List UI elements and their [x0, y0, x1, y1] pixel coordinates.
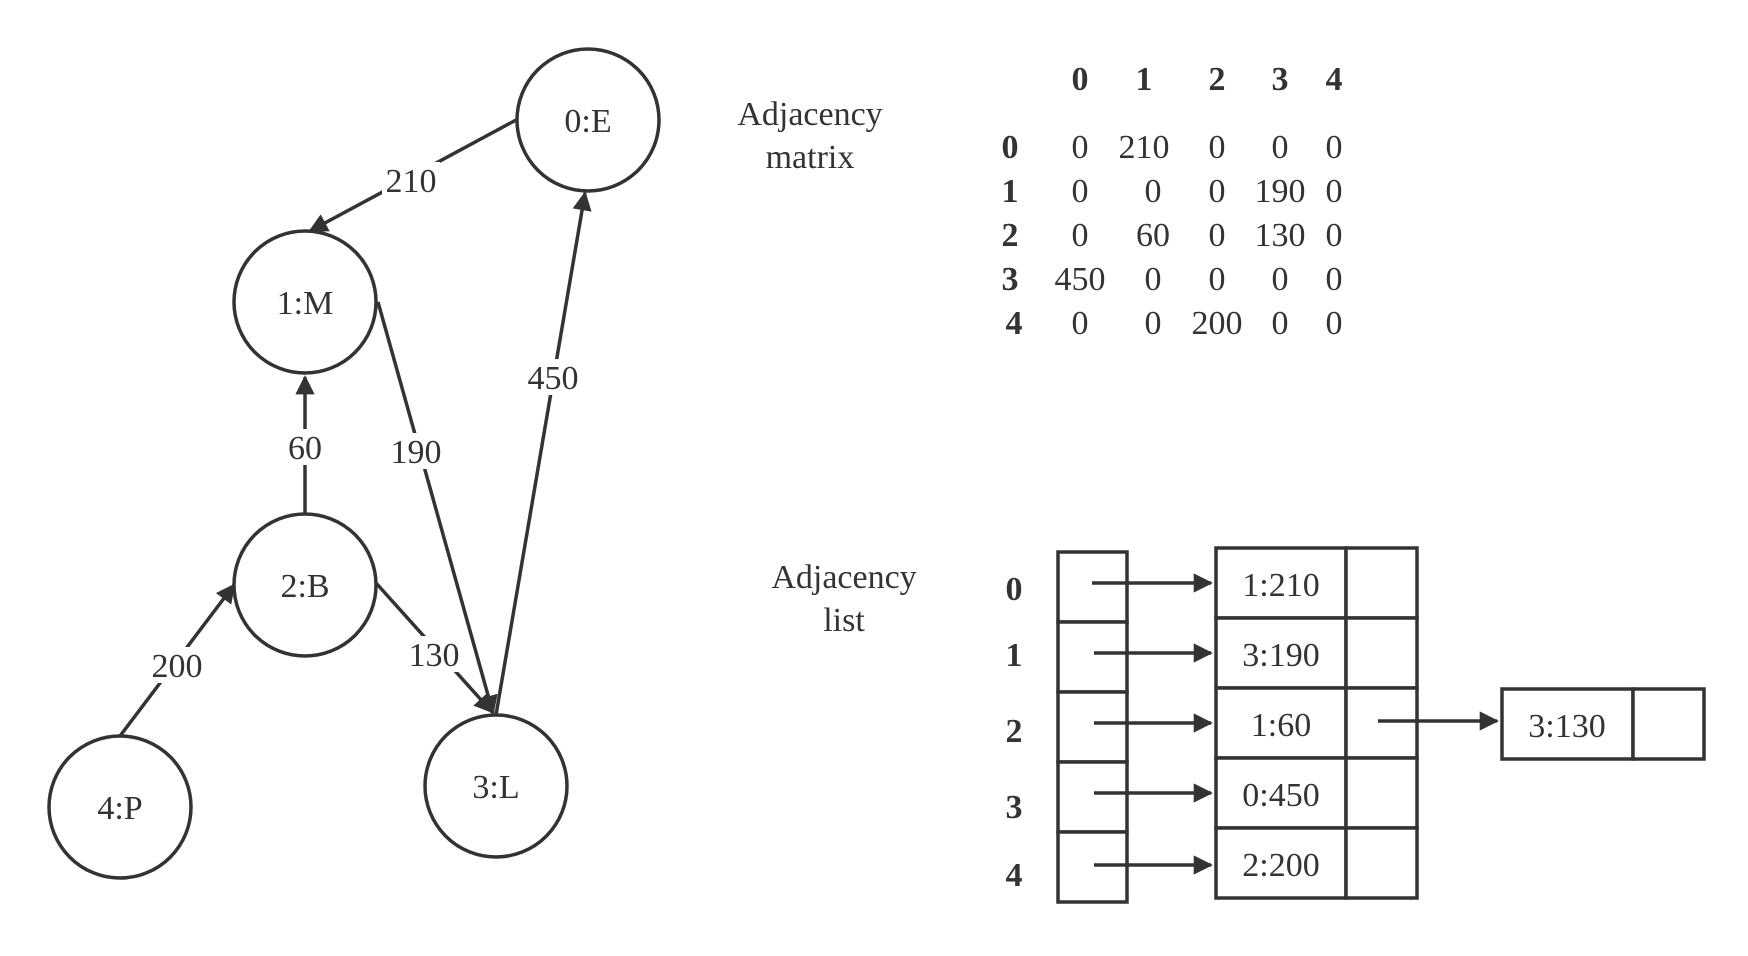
edge-weight-1-3: 190	[391, 434, 442, 471]
list-node-label: 0:450	[1242, 777, 1319, 814]
matrix-row-header: 1	[1002, 173, 1019, 210]
matrix-cell: 190	[1255, 173, 1306, 210]
edge-weight-3-0: 450	[528, 360, 579, 397]
node-label: 2:B	[280, 568, 329, 605]
list-index: 2	[1006, 713, 1023, 750]
edge-weight-2-3: 130	[409, 637, 460, 674]
matrix-cell: 0	[1272, 129, 1289, 166]
matrix-cell: 0	[1209, 261, 1226, 298]
list-node-next-cell	[1631, 687, 1706, 761]
matrix-row-header: 2	[1002, 217, 1019, 254]
edge-1-to-3	[376, 301, 498, 715]
matrix-cell: 450	[1055, 261, 1106, 298]
list-node-value-cell	[1500, 687, 1635, 761]
list-pointer-arrows	[1092, 573, 1499, 875]
list-heading-line2: list	[823, 602, 865, 639]
matrix-row-header: 0	[1002, 129, 1019, 166]
matrix-cell: 0	[1272, 305, 1289, 342]
matrix-cell: 0	[1326, 217, 1343, 254]
head-cell	[1056, 760, 1129, 834]
matrix-cell: 60	[1136, 217, 1170, 254]
node-label: 0:E	[564, 103, 611, 140]
list-node-label: 3:130	[1528, 708, 1605, 745]
list-node-label: 1:210	[1242, 567, 1319, 604]
edge-3-to-0	[494, 191, 592, 716]
list-node-next-cell	[1344, 686, 1419, 760]
head-cell	[1056, 690, 1129, 764]
matrix-cell: 210	[1119, 129, 1170, 166]
matrix-cell: 130	[1255, 217, 1306, 254]
graph-nodes: 0:E 1:M 2:B 3:L 4:P	[47, 47, 661, 880]
matrix-cells: 0 210 0 0 0 0 0 0 190 0 0 60 0 130 0 450…	[1055, 129, 1343, 342]
edge-weight-4-2: 200	[152, 648, 203, 685]
matrix-col-header: 3	[1272, 61, 1289, 98]
matrix-row-header: 4	[1006, 305, 1023, 342]
node-1: 1:M	[232, 229, 378, 375]
matrix-cell: 0	[1272, 261, 1289, 298]
list-node-label: 2:200	[1242, 847, 1319, 884]
list-heading-line1: Adjacency	[771, 559, 916, 596]
list-node-label: 3:190	[1242, 637, 1319, 674]
list-index-labels: 0 1 2 3 4	[1006, 571, 1023, 894]
matrix-cell: 0	[1326, 173, 1343, 210]
matrix-col-header: 2	[1209, 61, 1226, 98]
head-cell	[1056, 830, 1129, 904]
matrix-cell: 0	[1209, 129, 1226, 166]
matrix-cell: 0	[1326, 305, 1343, 342]
node-0: 0:E	[515, 47, 661, 193]
node-2: 2:B	[232, 512, 378, 658]
node-3: 3:L	[423, 713, 569, 859]
matrix-heading-line2: matrix	[766, 139, 855, 176]
list-head-array	[1056, 550, 1129, 904]
list-node-next-cell	[1344, 756, 1419, 830]
head-cell	[1056, 550, 1129, 624]
edge-weight-0-1: 210	[386, 163, 437, 200]
node-label: 4:P	[97, 790, 142, 827]
node-label: 1:M	[277, 285, 334, 322]
matrix-cell: 0	[1145, 305, 1162, 342]
list-node-next-cell	[1344, 826, 1419, 900]
matrix-cell: 0	[1209, 217, 1226, 254]
list-node-next-cell	[1344, 546, 1419, 620]
edge-weight-2-1: 60	[288, 430, 322, 467]
matrix-cell: 200	[1192, 305, 1243, 342]
matrix-cell: 0	[1145, 261, 1162, 298]
matrix-col-header: 0	[1072, 61, 1089, 98]
matrix-row-headers: 0 1 2 3 4	[1002, 129, 1023, 342]
edge-weight-labels: 210 190 60 130 450 200	[148, 162, 582, 685]
matrix-cell: 0	[1072, 305, 1089, 342]
list-index: 3	[1006, 789, 1023, 826]
adjacency-list-section: Adjacency list 0 1 2 3 4	[771, 546, 1706, 904]
matrix-cell: 0	[1326, 129, 1343, 166]
matrix-row-header: 3	[1002, 261, 1019, 298]
matrix-heading-line1: Adjacency	[737, 96, 882, 133]
matrix-cell: 0	[1072, 173, 1089, 210]
matrix-cell: 0	[1209, 173, 1226, 210]
node-label: 3:L	[472, 769, 519, 806]
matrix-col-header: 1	[1136, 61, 1153, 98]
list-node-label: 1:60	[1251, 707, 1311, 744]
matrix-col-header: 4	[1326, 61, 1343, 98]
matrix-column-headers: 0 1 2 3 4	[1072, 61, 1343, 98]
matrix-cell: 0	[1072, 129, 1089, 166]
matrix-cell: 0	[1326, 261, 1343, 298]
adjacency-matrix-section: Adjacency matrix 0 1 2 3 4 0 1 2 3 4 0 2…	[737, 61, 1342, 342]
list-index: 0	[1006, 571, 1023, 608]
head-cell	[1056, 620, 1129, 694]
node-4: 4:P	[47, 734, 193, 880]
matrix-cell: 0	[1072, 217, 1089, 254]
list-first-nodes: 1:210 3:190 1:60 0:450 2:200	[1214, 546, 1419, 900]
matrix-cell: 0	[1145, 173, 1162, 210]
graph-edges	[118, 118, 592, 738]
list-node-next-cell	[1344, 616, 1419, 690]
list-second-node: 3:130	[1500, 687, 1706, 761]
list-index: 1	[1006, 637, 1023, 674]
list-index: 4	[1006, 857, 1023, 894]
